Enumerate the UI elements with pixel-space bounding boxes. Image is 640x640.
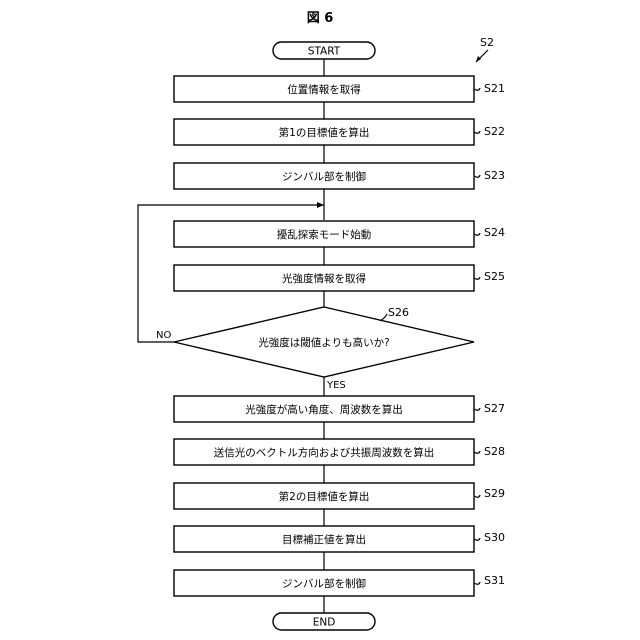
step-id: S30: [484, 531, 505, 544]
yes-label: YES: [326, 380, 346, 391]
step-id: S31: [484, 574, 505, 587]
step-text: 擾乱探索モード始動: [277, 228, 372, 241]
step-text: 光強度情報を取得: [282, 272, 366, 285]
step-text: ジンバル部を制御: [282, 577, 366, 590]
decision-id: S26: [388, 306, 409, 319]
step-s24: 擾乱探索モード始動 S24: [174, 221, 505, 247]
flow-ref-label: S2: [480, 36, 494, 49]
step-s28: 送信光のベクトル方向および共振周波数を算出 S28: [174, 439, 505, 465]
step-text: 第2の目標値を算出: [279, 490, 370, 503]
step-s29: 第2の目標値を算出 S29: [174, 483, 505, 509]
start-label: START: [308, 46, 341, 58]
figure-title: 図 6: [307, 11, 334, 26]
step-s30: 目標補正値を算出 S30: [174, 526, 505, 552]
step-text: 送信光のベクトル方向および共振周波数を算出: [214, 446, 435, 459]
step-id: S25: [484, 270, 505, 283]
step-text: 位置情報を取得: [287, 83, 361, 96]
step-id: S24: [484, 226, 505, 239]
step-s27: 光強度が高い角度、周波数を算出 S27: [174, 396, 505, 422]
step-s25: 光強度情報を取得 S25: [174, 265, 505, 291]
step-s23: ジンバル部を制御 S23: [174, 163, 505, 189]
step-id: S27: [484, 402, 505, 415]
step-text: ジンバル部を制御: [282, 170, 366, 183]
step-id: S22: [484, 125, 505, 138]
step-id: S21: [484, 82, 505, 95]
step-text: 目標補正値を算出: [282, 533, 366, 546]
no-loop-arrowhead: [317, 202, 324, 208]
step-id: S23: [484, 169, 505, 182]
step-id: S29: [484, 487, 505, 500]
step-id: S28: [484, 445, 505, 458]
decision-text: 光強度は閾値よりも高いか?: [258, 336, 389, 349]
no-label: NO: [156, 330, 171, 341]
end-label: END: [313, 617, 336, 629]
decision-s26: 光強度は閾値よりも高いか? S26 NO YES: [156, 306, 474, 391]
step-s31: ジンバル部を制御 S31: [174, 570, 505, 596]
step-s21: 位置情報を取得 S21: [174, 76, 505, 102]
step-s22: 第1の目標値を算出 S22: [174, 119, 505, 145]
step-text: 第1の目標値を算出: [279, 126, 370, 139]
flow-ref-arrowhead: [476, 56, 481, 62]
step-text: 光強度が高い角度、周波数を算出: [245, 403, 403, 416]
